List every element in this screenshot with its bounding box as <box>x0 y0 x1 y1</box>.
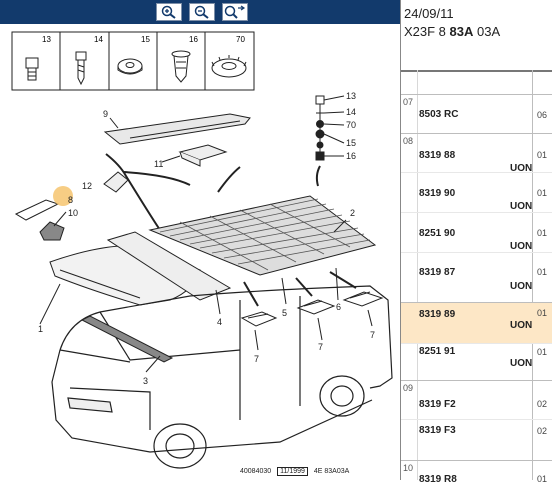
unit-of-need: UON <box>510 201 533 212</box>
parts-list-panel: 24/09/11 X23F 8 83A 03A 07 8503 RC 06 08… <box>401 0 552 485</box>
part-number[interactable]: 8319 F2 <box>419 399 456 410</box>
parts-row[interactable]: 09 8319 F2 02 <box>401 380 552 419</box>
zoom-fit-button[interactable] <box>222 3 248 21</box>
drawing-plate: 4E 83A03A <box>313 468 350 475</box>
unit-of-need: UON <box>510 358 533 369</box>
code-suffix: 03A <box>473 24 501 39</box>
callout-label: 13 <box>346 91 356 101</box>
code-bold: 83A <box>449 24 474 39</box>
part-number[interactable]: 8251 91 <box>419 346 456 357</box>
drawing-ref: 40084030 <box>240 468 272 475</box>
legend-label: 15 <box>141 35 150 44</box>
callout-label: 11 <box>154 159 163 169</box>
group-number: 07 <box>403 97 414 107</box>
legend-label: 13 <box>42 35 51 44</box>
part-number[interactable]: 8319 88 <box>419 150 456 161</box>
group-number: 09 <box>403 383 414 393</box>
callout-label: 10 <box>68 208 78 218</box>
legend-label: 16 <box>189 35 198 44</box>
column-divider <box>532 70 533 480</box>
quantity: 01 <box>537 267 548 277</box>
quantity: 02 <box>537 426 548 436</box>
quantity: 06 <box>537 110 548 120</box>
drawing-footer: 40084030 11/1999 4E 83A03A <box>240 467 350 476</box>
group-number: 10 <box>403 463 414 473</box>
screw-icon <box>75 51 87 86</box>
parts-list-header: 24/09/11 X23F 8 83A 03A <box>401 0 552 72</box>
fastener-legend: 13 14 15 16 70 <box>11 31 255 91</box>
rivet-nut-icon <box>171 50 191 83</box>
callout-label: 7 <box>254 354 259 364</box>
parts-row[interactable]: 8251 91 UON 01 <box>401 343 552 380</box>
callout-label: 6 <box>336 302 341 312</box>
parts-row-selected[interactable]: 8319 89 UON 01 <box>401 302 552 343</box>
drawing-panel: 13 14 15 16 70 <box>0 0 400 476</box>
part-number[interactable]: 8319 89 <box>419 309 456 320</box>
washer-icon <box>117 58 143 75</box>
callout-label: 5 <box>282 308 287 318</box>
quantity: 01 <box>537 150 548 160</box>
zoom-toolbar <box>0 0 400 24</box>
group-number: 08 <box>403 136 414 146</box>
roof-plug-part <box>178 144 228 167</box>
quantity: 01 <box>537 474 548 484</box>
zoom-in-button[interactable] <box>156 3 182 21</box>
unit-of-need: UON <box>510 241 533 252</box>
part-number[interactable]: 8251 90 <box>419 228 456 239</box>
legend-label: 14 <box>94 35 103 44</box>
part-number[interactable]: 8319 90 <box>419 188 456 199</box>
catalog-date: 24/09/11 <box>404 6 454 21</box>
callout-marker <box>53 186 73 206</box>
callout-label: 16 <box>346 151 356 161</box>
bolt-icon <box>25 57 39 81</box>
panel-divider <box>400 0 401 480</box>
callout-label: 1 <box>38 324 43 334</box>
part-number[interactable]: 8319 87 <box>419 267 456 278</box>
quantity: 01 <box>537 188 548 198</box>
parts-row[interactable]: 8319 90 UON 01 <box>401 172 552 212</box>
parts-row[interactable]: 8319 F3 02 <box>401 419 552 460</box>
exploded-parts-diagram: 13 14 15 16 70 <box>11 31 393 469</box>
column-divider <box>417 70 418 480</box>
callout-label: 3 <box>143 376 148 386</box>
parts-row[interactable]: 08 8319 88 UON 01 <box>401 133 552 174</box>
unit-of-need: UON <box>510 163 533 174</box>
zoom-fit-icon <box>224 5 246 19</box>
quantity: 02 <box>537 399 548 409</box>
callout-label: 8 <box>68 195 73 205</box>
parts-row[interactable]: 07 8503 RC 06 <box>401 94 552 133</box>
van-body-outline <box>51 285 393 469</box>
legend-label: 70 <box>236 35 245 44</box>
spring-clip-icon <box>211 55 247 78</box>
callout-label: 7 <box>370 330 375 340</box>
part-number[interactable]: 8503 RC <box>419 109 459 120</box>
callout-label: 4 <box>217 317 222 327</box>
roof-panel-part <box>148 195 377 276</box>
callout-label: 9 <box>103 109 108 119</box>
quantity: 01 <box>537 347 548 357</box>
callout-label: 7 <box>318 342 323 352</box>
roof-rail-part <box>103 113 251 145</box>
unit-of-need: UON <box>510 281 533 292</box>
quantity: 01 <box>537 308 548 318</box>
unit-of-need: UON <box>510 320 533 331</box>
parts-row[interactable]: 10 8319 R8 01 <box>401 460 552 485</box>
callout-label: 12 <box>82 181 92 191</box>
parts-row[interactable]: 8319 87 UON 01 <box>401 252 552 302</box>
quantity: 01 <box>537 228 548 238</box>
code-prefix: X23F 8 <box>404 24 450 39</box>
callout-label: 70 <box>346 120 356 130</box>
parts-row[interactable]: 8251 90 UON 01 <box>401 212 552 252</box>
zoom-out-icon <box>194 5 209 19</box>
callout-label: 15 <box>346 138 356 148</box>
callout-label: 2 <box>350 208 355 218</box>
fastener-stack <box>315 95 325 187</box>
drawing-date: 11/1999 <box>277 467 308 476</box>
callout-label: 14 <box>346 107 356 117</box>
zoom-in-icon <box>161 5 176 19</box>
catalog-code: X23F 8 83A 03A <box>404 24 500 39</box>
courtesy-lamp <box>240 291 384 327</box>
part-number[interactable]: 8319 F3 <box>419 425 456 436</box>
zoom-out-button[interactable] <box>189 3 215 21</box>
